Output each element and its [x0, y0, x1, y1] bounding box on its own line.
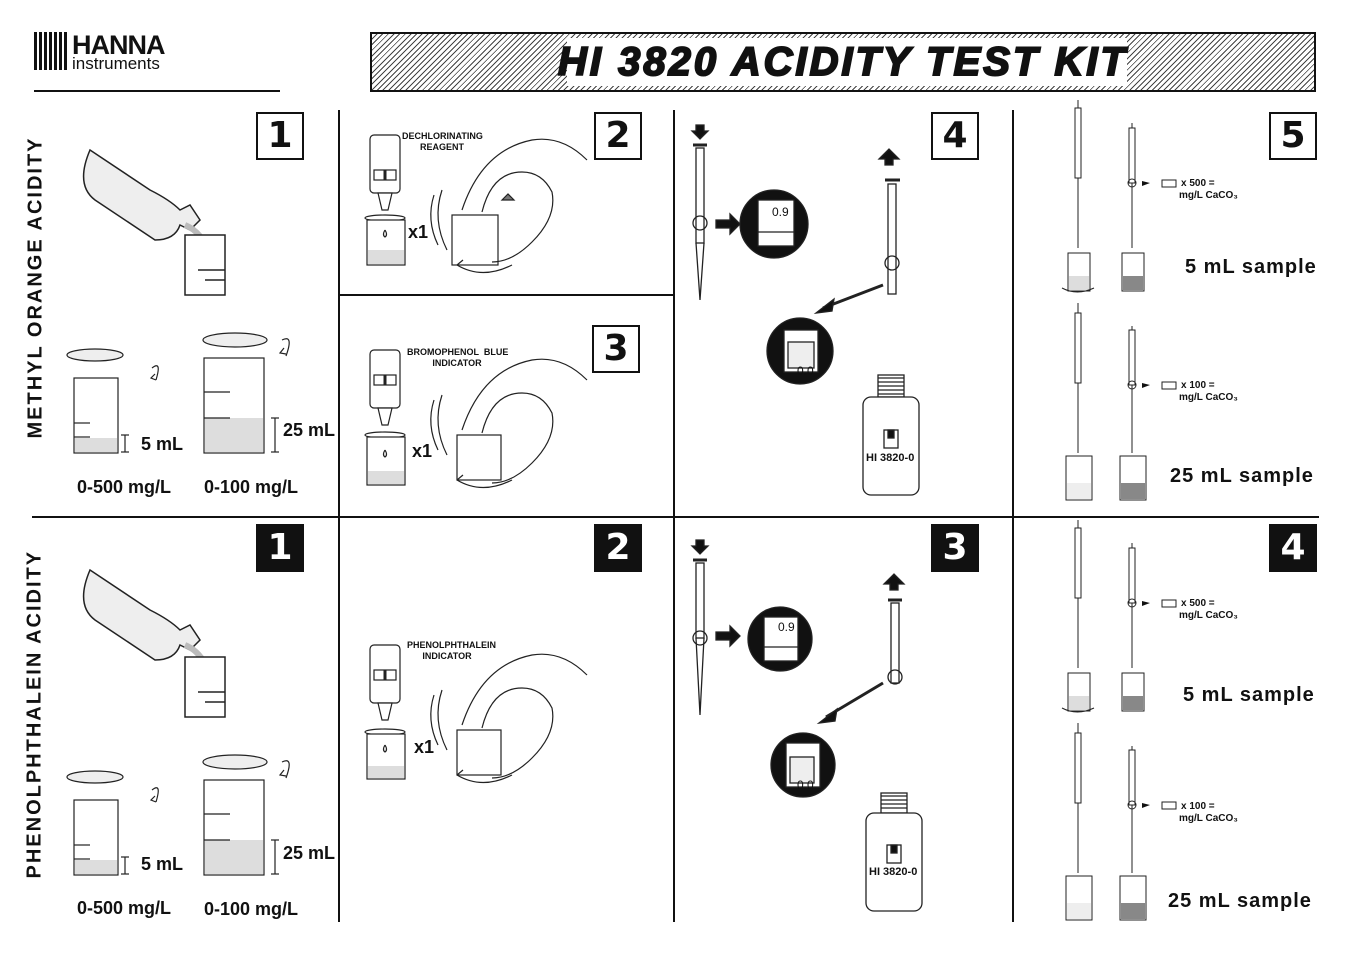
phenol-step-3-badge: 3 [931, 524, 979, 572]
beakers-with-lids-icon [66, 754, 290, 876]
methyl-unit-100: mg/L CaCO₃ [1179, 392, 1238, 403]
methyl-step-3-badge: 3 [592, 325, 640, 373]
syringe-result-icon [1061, 520, 1150, 921]
phenol-reading-bottom: 0.0 [797, 778, 814, 792]
result-box-icon [1161, 179, 1177, 390]
methyl-multiplier-100: x 100 = [1181, 380, 1215, 391]
pouring-bottle-icon [82, 568, 226, 718]
phenol-sample-25ml: 25 mL sample [1168, 890, 1312, 912]
methyl-step2-count: x1 [408, 222, 429, 242]
methyl-step3-count: x1 [412, 441, 433, 461]
methyl-reading-bottom: 0.0 [797, 364, 814, 378]
methyl-sample-25ml: 25 mL sample [1170, 465, 1314, 487]
phenol-range-large: 0-100 mg/L [204, 899, 299, 919]
phenol-sample-5ml: 5 mL sample [1183, 684, 1315, 706]
methyl-unit-500: mg/L CaCO₃ [1179, 190, 1238, 201]
syringe-titration-icon [690, 124, 920, 496]
indicator-bottle-and-swirling-hand-icon [364, 349, 588, 489]
phenol-unit-100: mg/L CaCO₃ [1179, 813, 1238, 824]
methyl-reading-top: 0.9 [772, 205, 789, 219]
reagent-bottle-and-swirling-hand-icon [364, 134, 588, 274]
result-box-icon [1161, 599, 1177, 810]
page-title: HI 3820 ACIDITY TEST KIT [557, 39, 1128, 85]
methyl-volume-large: 25 mL [283, 420, 336, 440]
methyl-step3-reagent-label: BROMOPHENOL BLUE INDICATOR [407, 347, 509, 368]
phenol-step-2-badge: 2 [594, 524, 642, 572]
methyl-sample-5ml: 5 mL sample [1185, 256, 1317, 278]
pouring-bottle-icon [82, 148, 226, 296]
phenol-step2-count: x1 [414, 737, 435, 757]
methyl-range-large: 0-100 mg/L [204, 477, 299, 497]
phenol-reading-top: 0.9 [778, 620, 795, 634]
section-divider [32, 516, 1319, 518]
title-banner: HI 3820 ACIDITY TEST KIT [370, 32, 1316, 92]
brand-subtitle: instruments [72, 54, 160, 73]
phenol-step-1-badge: 1 [256, 524, 304, 572]
phenol-unit-500: mg/L CaCO₃ [1179, 610, 1238, 621]
syringe-titration-icon [690, 539, 923, 912]
methyl-step-2-badge: 2 [594, 112, 642, 160]
methyl-multiplier-500: x 500 = [1181, 178, 1215, 189]
methyl-range-small: 0-500 mg/L [77, 477, 172, 497]
phenol-section-label: PHENOLPHTHALEIN ACIDITY [23, 549, 46, 879]
hanna-logo-icon [34, 32, 67, 70]
syringe-result-icon [1061, 100, 1150, 501]
indicator-bottle-and-swirling-hand-icon [364, 644, 588, 784]
methyl-step-1-badge: 1 [256, 112, 304, 160]
phenol-range-small: 0-500 mg/L [77, 898, 172, 918]
phenol-multiplier-100: x 100 = [1181, 801, 1215, 812]
methyl-volume-small: 5 mL [141, 434, 184, 454]
phenol-volume-small: 5 mL [141, 854, 184, 874]
methyl-titrant-bottle-label: HI 3820-0 [866, 452, 915, 464]
phenol-multiplier-500: x 500 = [1181, 598, 1215, 609]
phenol-step2-reagent-label: PHENOLPHTHALEIN INDICATOR [407, 640, 497, 661]
phenol-titrant-bottle-label: HI 3820-0 [869, 866, 918, 878]
phenol-volume-large: 25 mL [283, 843, 336, 863]
brand-name: HANNA [72, 30, 165, 60]
methyl-step2-reagent-label: DECHLORINATING REAGENT [402, 131, 483, 152]
header-divider [34, 90, 280, 92]
methyl-step-5-badge: 5 [1269, 112, 1317, 160]
beakers-with-lids-icon [66, 332, 290, 454]
methyl-section-label: METHYL ORANGE ACIDITY [24, 136, 47, 439]
phenol-step-4-badge: 4 [1269, 524, 1317, 572]
cell-divider [338, 294, 674, 296]
methyl-step-4-badge: 4 [931, 112, 979, 160]
